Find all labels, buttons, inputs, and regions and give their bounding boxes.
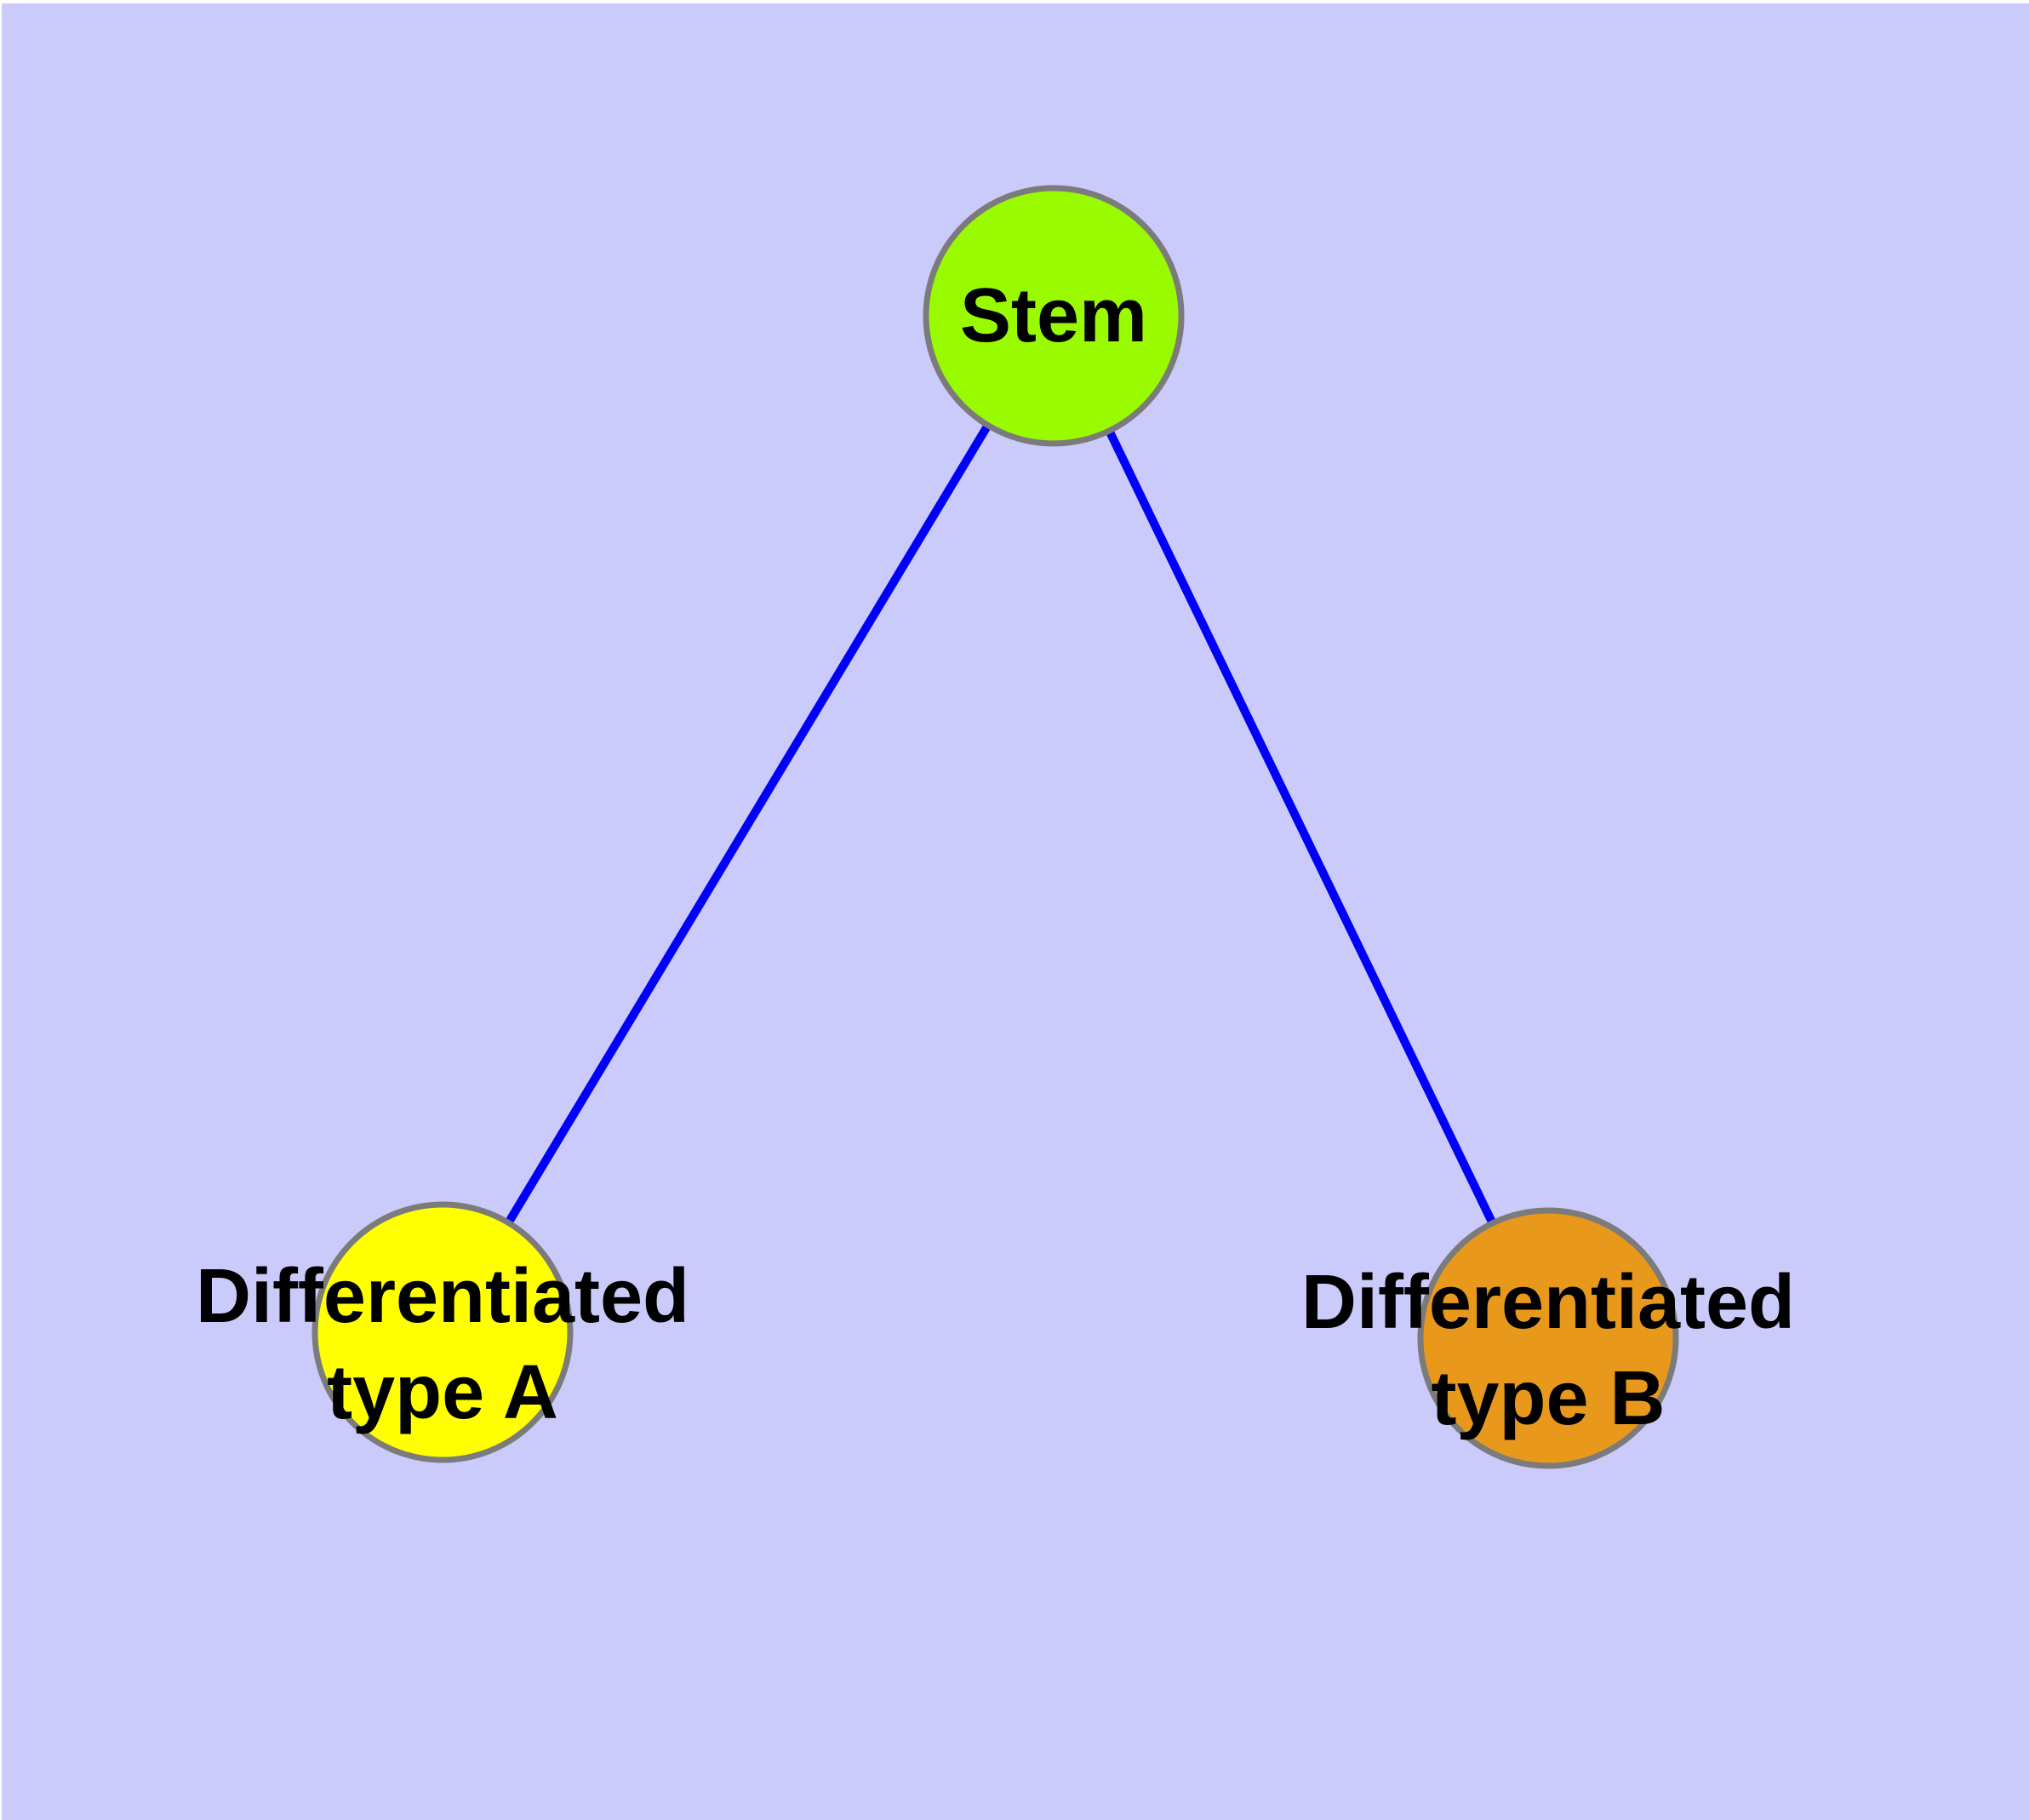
node-type-b-border: [1417, 1207, 1679, 1469]
node-type-b-label-line1: Differentiated: [1301, 1260, 1795, 1345]
node-stem-border: [923, 185, 1185, 447]
node-type-b: [1420, 1210, 1676, 1466]
node-type-a-label-line1: Differentiated: [196, 1254, 689, 1339]
node-stem-label: Stem: [960, 273, 1147, 358]
node-stem: [926, 188, 1181, 444]
node-type-a-border: [311, 1201, 574, 1463]
edge-stem-to-type-b: [1049, 313, 1552, 1341]
edge-stem-to-type-a: [438, 313, 1058, 1335]
node-type-a: [315, 1205, 570, 1460]
node-type-b-label-line2: type B: [1431, 1356, 1665, 1441]
node-type-a-label-line2: type A: [327, 1350, 558, 1435]
